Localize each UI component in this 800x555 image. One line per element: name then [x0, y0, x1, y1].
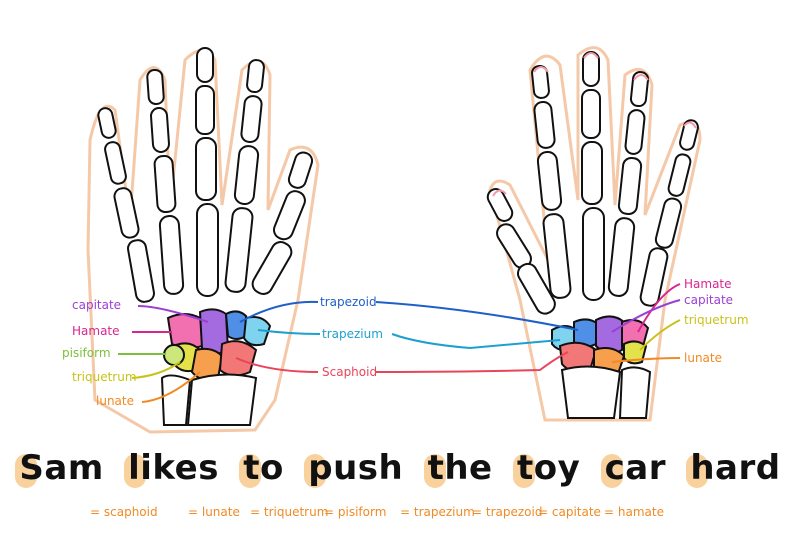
- mnemonic-word: hard: [686, 448, 784, 488]
- key-trapezoid: = trapezoid: [472, 505, 543, 519]
- mnemonic-word: to: [239, 448, 288, 488]
- label-capitate-left: capitate: [72, 298, 122, 312]
- key-trapezium: = trapezium: [400, 505, 475, 519]
- label-capitate-right: capitate: [684, 293, 734, 307]
- mnemonic-word-text: car: [604, 448, 666, 488]
- label-triquetrum-right: triquetrum: [684, 313, 749, 327]
- key-lunate: = lunate: [188, 505, 240, 519]
- mnemonic-word: likes: [124, 448, 223, 488]
- mnemonic-word: car: [600, 448, 670, 488]
- label-trapezium: trapezium: [322, 327, 383, 341]
- mnemonic-word-text: Sam: [19, 448, 104, 488]
- key-hamate: = hamate: [604, 505, 664, 519]
- mnemonic-word: the: [423, 448, 497, 488]
- key-pisiform: = pisiform: [324, 505, 387, 519]
- mnemonic-word-text: to: [243, 448, 284, 488]
- mnemonic-sentence: Sam likes to push the toy car hard: [0, 448, 800, 488]
- mnemonic-word: toy: [512, 448, 584, 488]
- right-hand: [486, 46, 702, 422]
- key-scaphoid: = scaphoid: [90, 505, 158, 519]
- mnemonic-word-text: hard: [690, 448, 781, 488]
- mnemonic-word-text: push: [308, 448, 404, 488]
- mnemonic-word-text: the: [427, 448, 493, 488]
- left-trapezium: [242, 316, 272, 347]
- label-triquetrum-left: triquetrum: [72, 370, 137, 384]
- left-pisiform: [163, 344, 185, 366]
- key-triquetrum: = triquetrum: [250, 505, 329, 519]
- mnemonic-word-text: likes: [128, 448, 219, 488]
- label-scaphoid: Scaphoid: [322, 365, 378, 379]
- left-hand: [86, 47, 320, 434]
- label-lunate-left: lunate: [96, 394, 134, 408]
- key-capitate: = capitate: [538, 505, 601, 519]
- mnemonic-word: push: [304, 448, 407, 488]
- label-trapezoid: trapezoid: [320, 295, 377, 309]
- label-hamate-right: Hamate: [684, 277, 732, 291]
- label-lunate-right: lunate: [684, 351, 722, 365]
- leader-lines: [118, 283, 681, 403]
- left-trapezoid: [224, 310, 247, 340]
- mnemonic-word: Sam: [15, 448, 107, 488]
- mnemonic-word-text: toy: [516, 448, 581, 488]
- label-hamate-left: Hamate: [72, 324, 120, 338]
- label-pisiform-left: pisiform: [62, 346, 111, 360]
